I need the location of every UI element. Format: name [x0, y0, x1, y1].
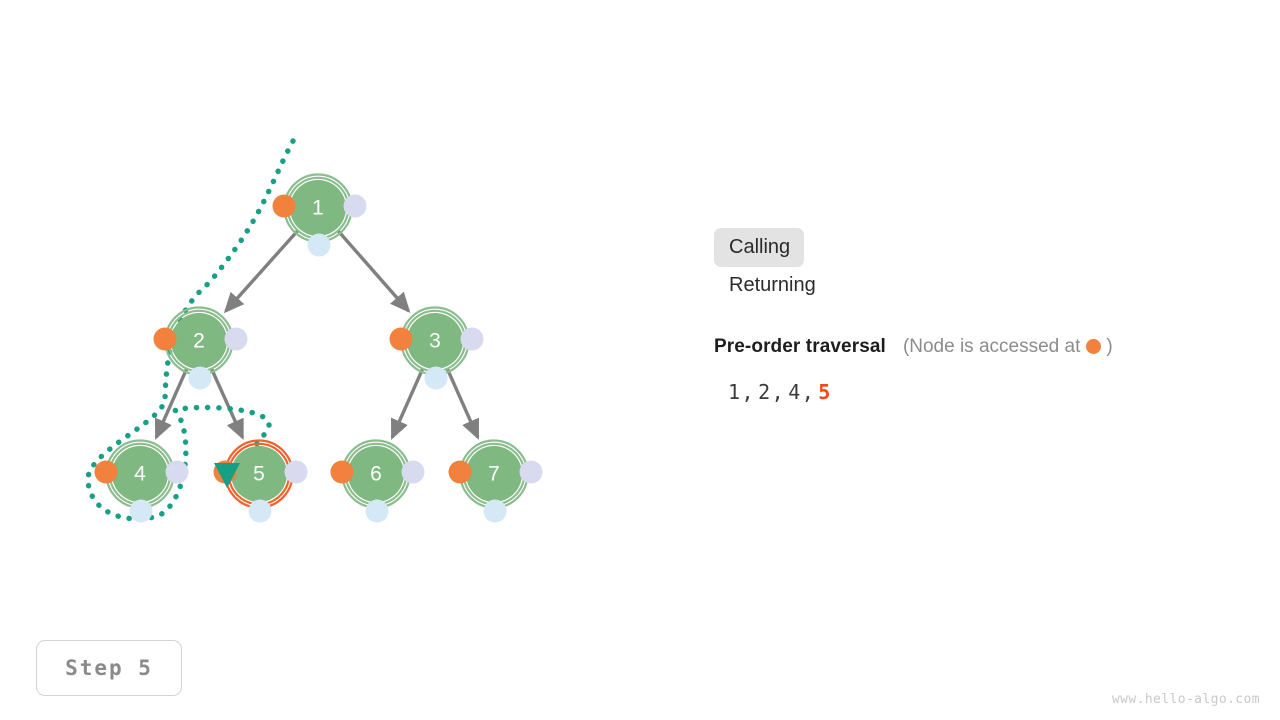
tree-svg: 1 2 3 4 5 6 7 — [85, 138, 543, 523]
tree-edge — [154, 368, 188, 440]
node-label: 4 — [134, 463, 146, 486]
node-access-dot — [153, 327, 177, 351]
node-right-slot-dot — [401, 460, 425, 484]
sequence-value: 2, — [758, 380, 786, 404]
node-right-slot-dot — [343, 194, 367, 218]
legend-calling: Calling — [714, 227, 805, 267]
tree-node-6[interactable]: 6 — [330, 439, 425, 523]
traversal-block: Pre-order traversal (Node is accessed at… — [714, 336, 1254, 404]
node-return-slot-dot — [188, 366, 212, 390]
node-return-slot-dot — [307, 233, 331, 257]
traversal-note-suffix: ) — [1106, 336, 1113, 357]
current-node-pointer — [214, 463, 240, 488]
node-access-dot — [389, 327, 413, 351]
node-body — [348, 446, 404, 502]
node-access-dot — [448, 460, 472, 484]
tree-edge — [223, 229, 299, 314]
recursion-trace-line — [85, 138, 296, 522]
node-label: 7 — [488, 463, 500, 486]
sequence-value: 1, — [728, 380, 756, 404]
node-return-slot-dot — [248, 499, 272, 523]
node-body — [171, 313, 227, 369]
traversal-title: Pre-order traversal — [714, 336, 886, 357]
node-access-dot — [94, 460, 118, 484]
tree-node-1[interactable]: 1 — [272, 173, 367, 257]
node-access-dot — [272, 194, 296, 218]
tree-nodes: 1 2 3 4 5 6 7 — [94, 173, 543, 523]
traversal-sequence: 1,2,4,5 — [728, 380, 1254, 404]
node-label: 2 — [193, 330, 205, 353]
call-state-legend: Calling Returning — [714, 227, 1254, 304]
node-right-slot-dot — [519, 460, 543, 484]
tree-edge — [390, 368, 424, 440]
node-label: 3 — [429, 330, 441, 353]
node-return-slot-dot — [365, 499, 389, 523]
node-right-slot-dot — [165, 460, 189, 484]
tree-edge — [446, 368, 480, 440]
tree-edge — [210, 368, 245, 441]
pointer-triangle-icon — [214, 463, 240, 488]
node-access-dot — [330, 460, 354, 484]
tree-node-2[interactable]: 2 — [153, 306, 248, 390]
node-body — [290, 180, 346, 236]
node-body — [466, 446, 522, 502]
step-badge: Step 5 — [36, 640, 182, 696]
legend-returning: Returning — [729, 273, 816, 296]
sequence-value: 5 — [818, 380, 832, 404]
node-right-slot-dot — [284, 460, 308, 484]
node-right-slot-dot — [460, 327, 484, 351]
watermark: www.hello-algo.com — [1111, 692, 1260, 707]
node-return-slot-dot — [129, 499, 153, 523]
tree-edges — [154, 229, 480, 441]
node-label: 1 — [312, 197, 324, 220]
node-body — [231, 446, 287, 502]
traversal-note: (Node is accessed at) — [903, 336, 1113, 358]
node-body — [112, 446, 168, 502]
legend-row-returning: Returning — [714, 266, 1254, 304]
tree-node-7[interactable]: 7 — [448, 439, 543, 523]
node-body — [407, 313, 463, 369]
binary-tree-diagram: 1 2 3 4 5 6 7 — [0, 0, 640, 600]
node-label: 5 — [253, 463, 265, 486]
tree-node-4[interactable]: 4 — [94, 439, 189, 523]
recursion-path-trace — [85, 138, 296, 522]
node-label: 6 — [370, 463, 382, 486]
tree-edge — [337, 230, 411, 314]
node-return-slot-dot — [424, 366, 448, 390]
traversal-heading: Pre-order traversal (Node is accessed at… — [714, 336, 1254, 358]
node-return-slot-dot — [483, 499, 507, 523]
legend-row-calling: Calling — [714, 227, 1254, 267]
tree-node-3[interactable]: 3 — [389, 306, 484, 390]
node-right-slot-dot — [224, 327, 248, 351]
sequence-value: 4, — [788, 380, 816, 404]
info-panel: Calling Returning Pre-order traversal (N… — [714, 227, 1254, 404]
traversal-note-prefix: (Node is accessed at — [902, 336, 1081, 357]
access-marker-dot — [1086, 339, 1102, 354]
